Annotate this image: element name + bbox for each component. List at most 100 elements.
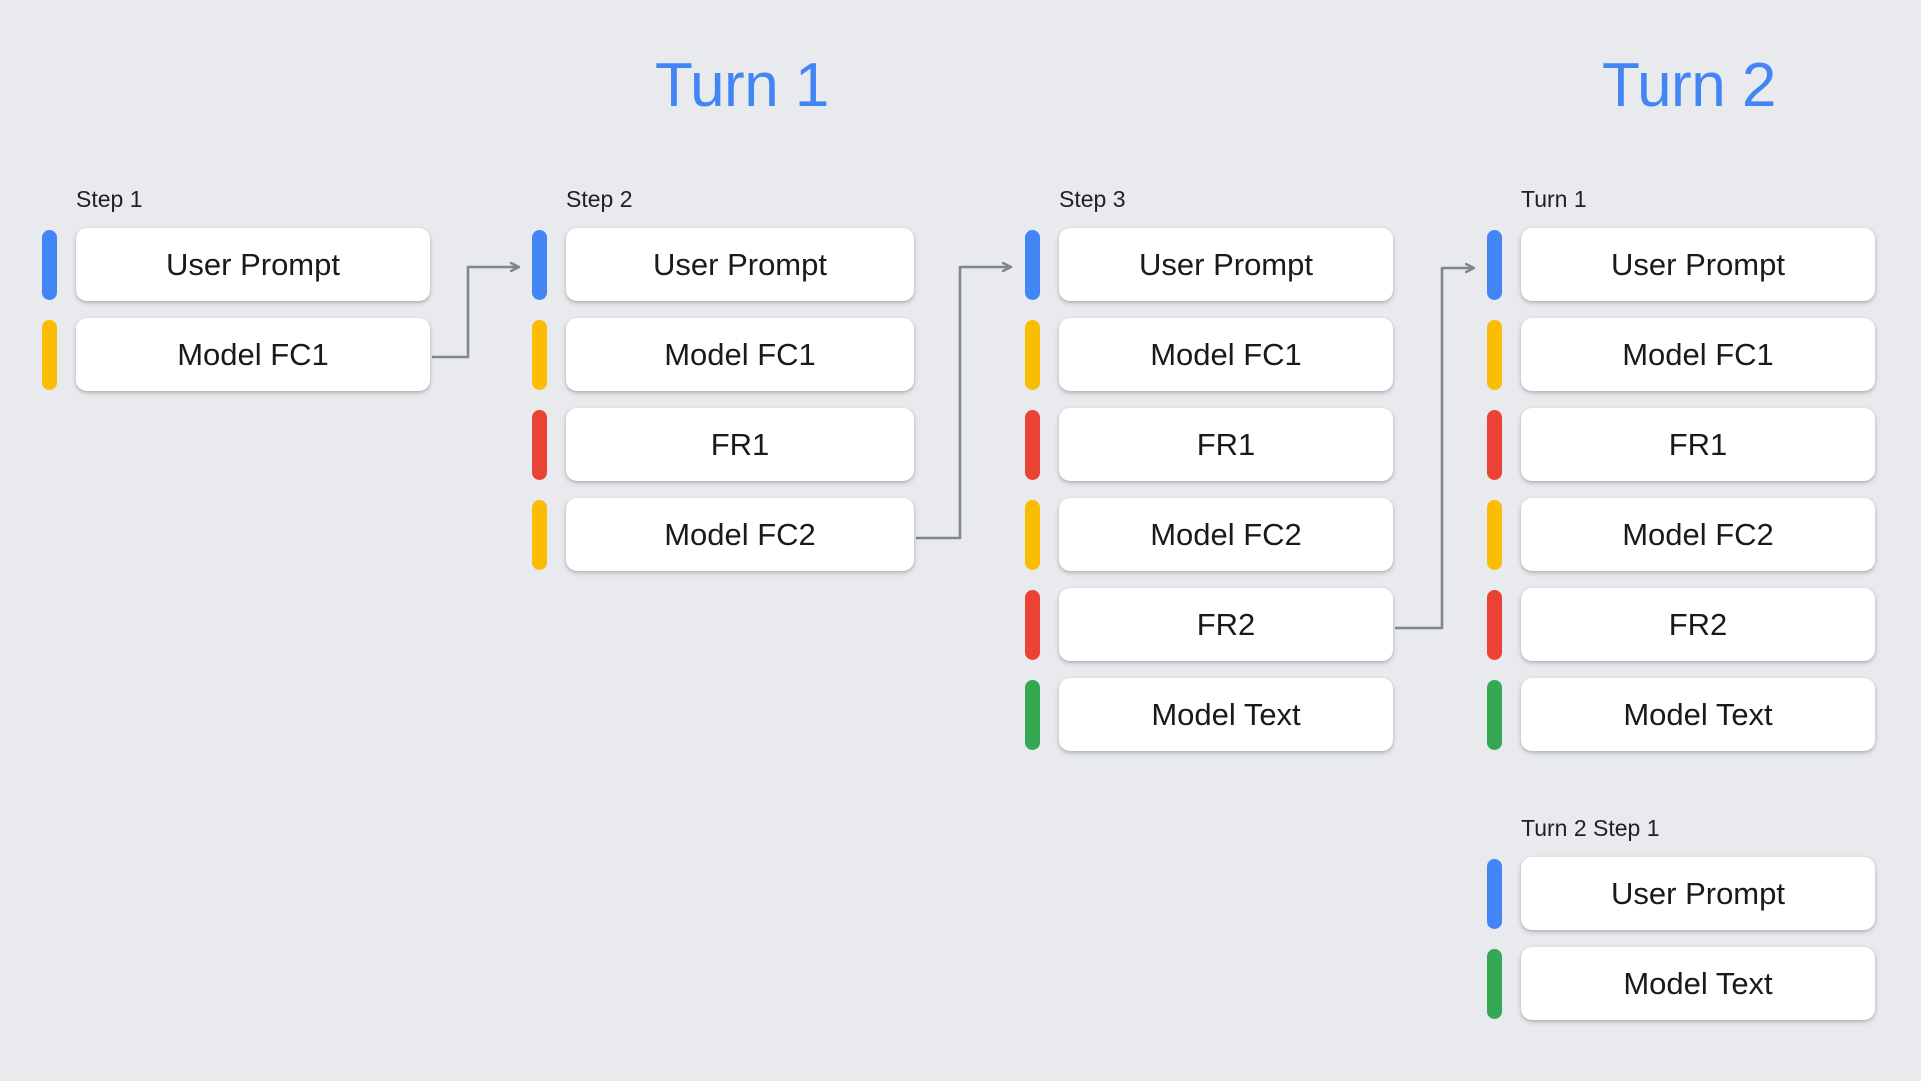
card-label: Model FC1 (177, 337, 329, 372)
color-bar-model-text-icon (1025, 679, 1040, 750)
color-bar-function-response-icon (1025, 409, 1040, 480)
card-label: User Prompt (1139, 247, 1313, 282)
card-fr1[interactable]: FR1 (566, 408, 914, 481)
card-label: User Prompt (1611, 876, 1785, 911)
color-bar-function-response-icon (1025, 589, 1040, 660)
column-rows-step-2: User Prompt Model FC1 FR1 Model FC2 (532, 228, 914, 571)
card-label: Model FC1 (1150, 337, 1302, 372)
list-item[interactable]: Model FC1 (42, 318, 430, 391)
column-step-3: Step 3 User Prompt Model FC1 FR1 (1025, 188, 1393, 751)
column-step-2: Step 2 User Prompt Model FC1 FR1 (532, 188, 914, 571)
card-label: Model FC2 (1622, 517, 1774, 552)
card-label: Model FC2 (664, 517, 816, 552)
color-bar-user-prompt-icon (1487, 229, 1502, 300)
list-item[interactable]: User Prompt (532, 228, 914, 301)
card-label: Model FC1 (664, 337, 816, 372)
column-step-1: Step 1 User Prompt Model FC1 (42, 188, 430, 391)
column-label-turn2-turn1: Turn 1 (1521, 186, 1587, 212)
list-item[interactable]: Model Text (1025, 678, 1393, 751)
card-user-prompt[interactable]: User Prompt (1059, 228, 1393, 301)
card-fr2[interactable]: FR2 (1059, 588, 1393, 661)
card-label: Model Text (1151, 697, 1301, 732)
card-model-fc2[interactable]: Model FC2 (1059, 498, 1393, 571)
card-model-fc2[interactable]: Model FC2 (566, 498, 914, 571)
card-label: User Prompt (1611, 247, 1785, 282)
card-label: FR1 (710, 427, 770, 462)
color-bar-function-response-icon (532, 409, 547, 480)
color-bar-model-function-call-icon (1487, 319, 1502, 390)
column-label-turn2-step1: Turn 2 Step 1 (1521, 815, 1660, 841)
color-bar-model-function-call-icon (1487, 499, 1502, 570)
list-item[interactable]: Model FC1 (532, 318, 914, 391)
card-label: User Prompt (166, 247, 340, 282)
card-label: FR1 (1668, 427, 1728, 462)
card-label: FR2 (1668, 607, 1728, 642)
turn-2-heading: Turn 2 (1602, 51, 1776, 120)
list-item[interactable]: User Prompt (1025, 228, 1393, 301)
connector-step1-to-step2 (432, 267, 519, 359)
card-label: User Prompt (653, 247, 827, 282)
column-rows-step-1: User Prompt Model FC1 (42, 228, 430, 391)
column-rows-turn2-step1: User Prompt Model Text (1487, 857, 1875, 1020)
column-rows-turn2-turn1: User Prompt Model FC1 FR1 Model FC2 (1487, 228, 1875, 751)
card-model-fc1[interactable]: Model FC1 (1521, 318, 1875, 391)
card-model-text[interactable]: Model Text (1521, 947, 1875, 1020)
list-item[interactable]: FR1 (1025, 408, 1393, 481)
card-fr1[interactable]: FR1 (1521, 408, 1875, 481)
list-item[interactable]: Model FC2 (1025, 498, 1393, 571)
color-bar-model-function-call-icon (532, 499, 547, 570)
list-item[interactable]: User Prompt (42, 228, 430, 301)
color-bar-user-prompt-icon (532, 229, 547, 300)
list-item[interactable]: Model Text (1487, 947, 1875, 1020)
card-user-prompt[interactable]: User Prompt (566, 228, 914, 301)
card-label: Model Text (1623, 966, 1773, 1001)
color-bar-user-prompt-icon (1025, 229, 1040, 300)
card-label: Model FC1 (1622, 337, 1774, 372)
column-turn2-turn1: Turn 1 User Prompt Model FC1 FR1 (1487, 188, 1875, 751)
card-model-fc1[interactable]: Model FC1 (1059, 318, 1393, 391)
card-model-text[interactable]: Model Text (1521, 678, 1875, 751)
card-model-fc2[interactable]: Model FC2 (1521, 498, 1875, 571)
color-bar-model-function-call-icon (1025, 499, 1040, 570)
card-user-prompt[interactable]: User Prompt (1521, 857, 1875, 930)
connector-step3-to-turn2 (1395, 268, 1474, 630)
connector-step2-to-step3 (916, 267, 1011, 540)
list-item[interactable]: FR2 (1025, 588, 1393, 661)
card-fr1[interactable]: FR1 (1059, 408, 1393, 481)
color-bar-model-function-call-icon (42, 319, 57, 390)
list-item[interactable]: FR2 (1487, 588, 1875, 661)
list-item[interactable]: Model FC2 (1487, 498, 1875, 571)
card-fr2[interactable]: FR2 (1521, 588, 1875, 661)
list-item[interactable]: Model Text (1487, 678, 1875, 751)
turn-1-heading: Turn 1 (655, 51, 829, 120)
list-item[interactable]: Model FC1 (1025, 318, 1393, 391)
card-user-prompt[interactable]: User Prompt (76, 228, 430, 301)
color-bar-function-response-icon (1487, 409, 1502, 480)
card-user-prompt[interactable]: User Prompt (1521, 228, 1875, 301)
list-item[interactable]: Model FC1 (1487, 318, 1875, 391)
column-label-step-2: Step 2 (566, 186, 633, 212)
list-item[interactable]: FR1 (1487, 408, 1875, 481)
color-bar-model-function-call-icon (532, 319, 547, 390)
color-bar-model-text-icon (1487, 679, 1502, 750)
list-item[interactable]: Model FC2 (532, 498, 914, 571)
color-bar-function-response-icon (1487, 589, 1502, 660)
list-item[interactable]: User Prompt (1487, 228, 1875, 301)
card-label: Model FC2 (1150, 517, 1302, 552)
card-label: FR1 (1196, 427, 1256, 462)
color-bar-user-prompt-icon (1487, 858, 1502, 929)
list-item[interactable]: FR1 (532, 408, 914, 481)
color-bar-model-function-call-icon (1025, 319, 1040, 390)
list-item[interactable]: User Prompt (1487, 857, 1875, 930)
card-model-fc1[interactable]: Model FC1 (566, 318, 914, 391)
column-rows-step-3: User Prompt Model FC1 FR1 Model FC2 (1025, 228, 1393, 751)
color-bar-model-text-icon (1487, 948, 1502, 1019)
card-model-text[interactable]: Model Text (1059, 678, 1393, 751)
column-turn2-step1: Turn 2 Step 1 User Prompt Model Text (1487, 817, 1875, 1020)
card-label: FR2 (1196, 607, 1256, 642)
color-bar-user-prompt-icon (42, 229, 57, 300)
card-label: Model Text (1623, 697, 1773, 732)
column-label-step-3: Step 3 (1059, 186, 1126, 212)
card-model-fc1[interactable]: Model FC1 (76, 318, 430, 391)
